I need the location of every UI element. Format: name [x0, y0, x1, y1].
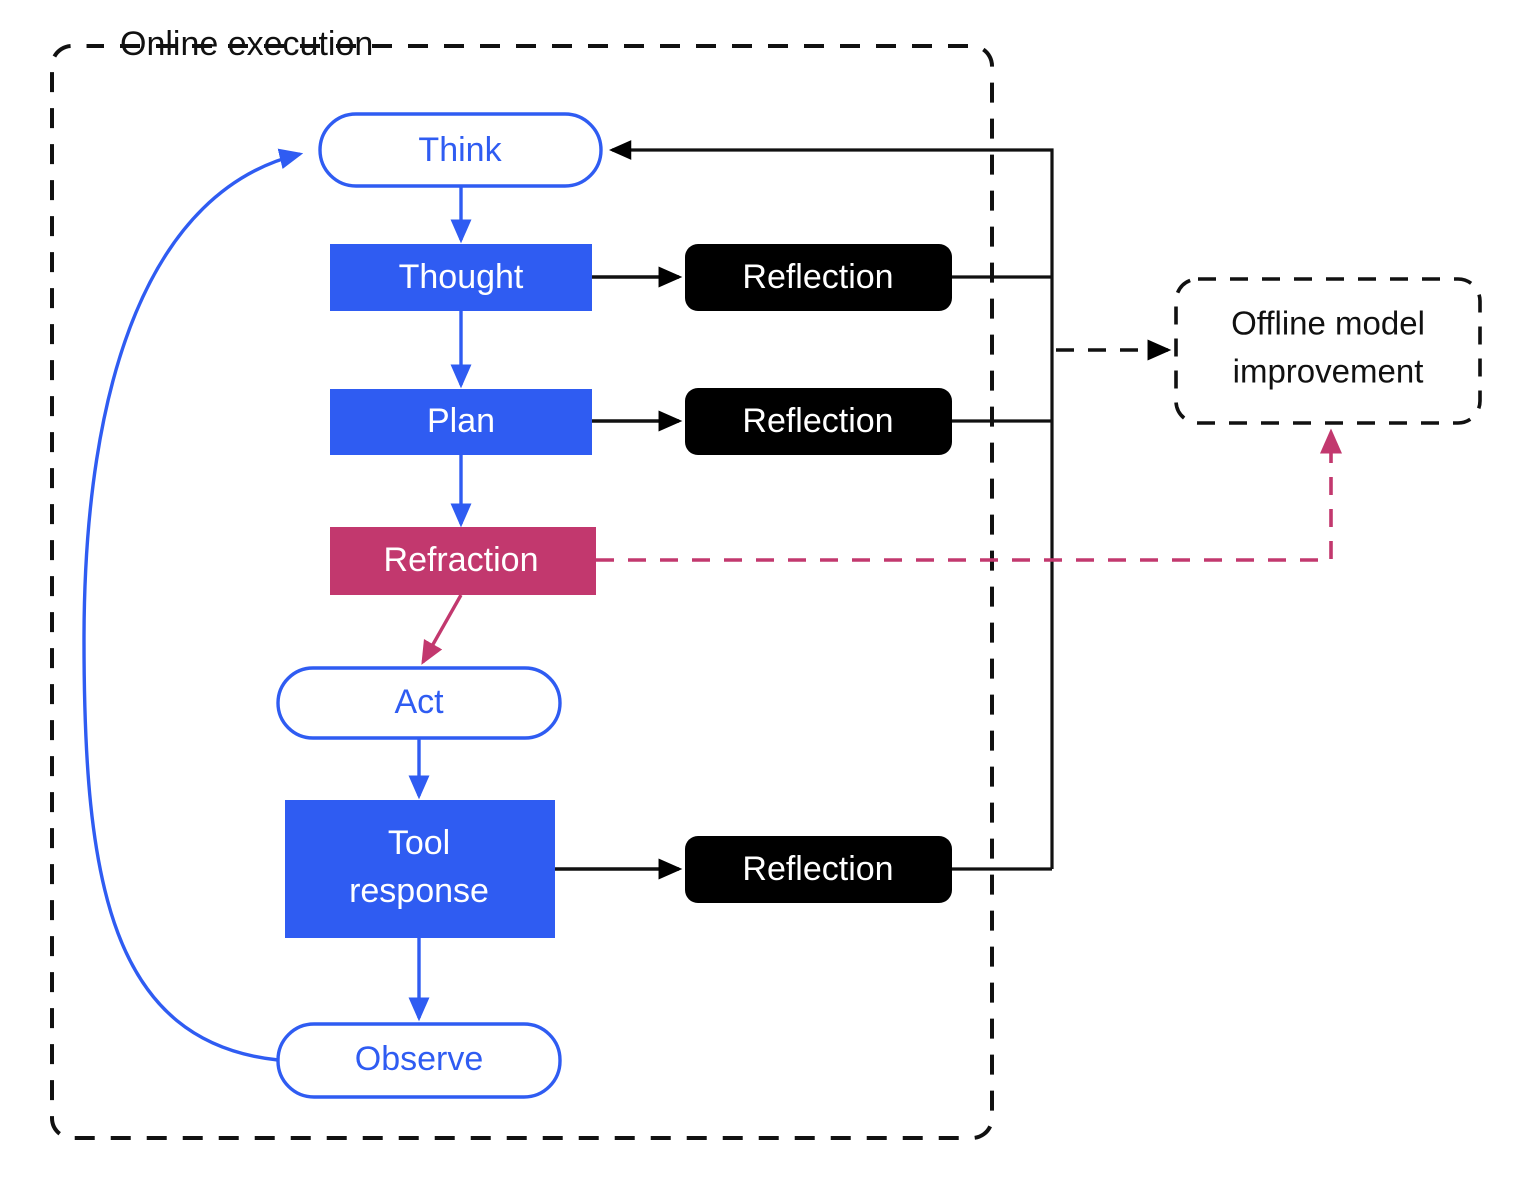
node-plan-shape[interactable]: [330, 389, 592, 455]
node-observe-label: Observe: [355, 1040, 484, 1078]
node-reflection-1[interactable]: Reflection: [685, 244, 952, 311]
node-reflection-3-label: Reflection: [742, 850, 893, 888]
online-execution-border: [50, 44, 994, 1140]
node-reflection-2-label: Reflection: [742, 402, 893, 440]
node-offline-model-improvement-shape[interactable]: [1174, 277, 1482, 425]
node-tool-response-label-line2: response: [349, 872, 489, 910]
node-offline-model-improvement-label-line1: Offline model: [1231, 305, 1425, 342]
node-act-shape[interactable]: [276, 666, 562, 740]
node-refraction-label: Refraction: [384, 541, 539, 579]
node-offline-model-improvement-label-line2: improvement: [1233, 353, 1424, 390]
node-act[interactable]: Act: [276, 666, 562, 740]
group-online-execution: Online execution: [50, 25, 994, 1140]
node-observe-shape[interactable]: [276, 1022, 562, 1099]
node-think-label: Think: [418, 131, 502, 169]
group-title-online-execution: Online execution: [120, 25, 373, 63]
edge-bus-to-think: [608, 140, 1054, 869]
node-plan-label: Plan: [427, 402, 495, 440]
node-refraction[interactable]: Refraction: [330, 527, 596, 595]
node-offline-model-improvement[interactable]: Offline model improvement: [1174, 277, 1482, 425]
reflection-return-bus: [608, 140, 1054, 871]
node-act-label: Act: [394, 683, 444, 721]
node-plan[interactable]: Plan: [330, 389, 592, 455]
node-think[interactable]: Think: [318, 112, 603, 188]
node-tool-response[interactable]: Tool response: [285, 800, 555, 938]
node-tool-response-shape[interactable]: [285, 800, 555, 938]
node-think-shape[interactable]: [318, 112, 603, 188]
node-thought-label: Thought: [399, 258, 524, 296]
edge-observe-to-think: [82, 148, 304, 1062]
node-tool-response-label-line1: Tool: [388, 824, 450, 862]
node-reflection-3-shape[interactable]: [685, 836, 952, 903]
node-reflection-3[interactable]: Reflection: [685, 836, 952, 903]
node-thought-shape[interactable]: [330, 244, 592, 311]
node-observe[interactable]: Observe: [276, 1022, 562, 1099]
node-refraction-shape[interactable]: [330, 527, 596, 595]
node-reflection-2[interactable]: Reflection: [685, 388, 952, 455]
edge-refraction-to-act: [421, 594, 463, 665]
node-reflection-2-shape[interactable]: [685, 388, 952, 455]
node-reflection-1-shape[interactable]: [685, 244, 952, 311]
node-thought[interactable]: Thought: [330, 244, 592, 311]
node-reflection-1-label: Reflection: [742, 258, 893, 296]
